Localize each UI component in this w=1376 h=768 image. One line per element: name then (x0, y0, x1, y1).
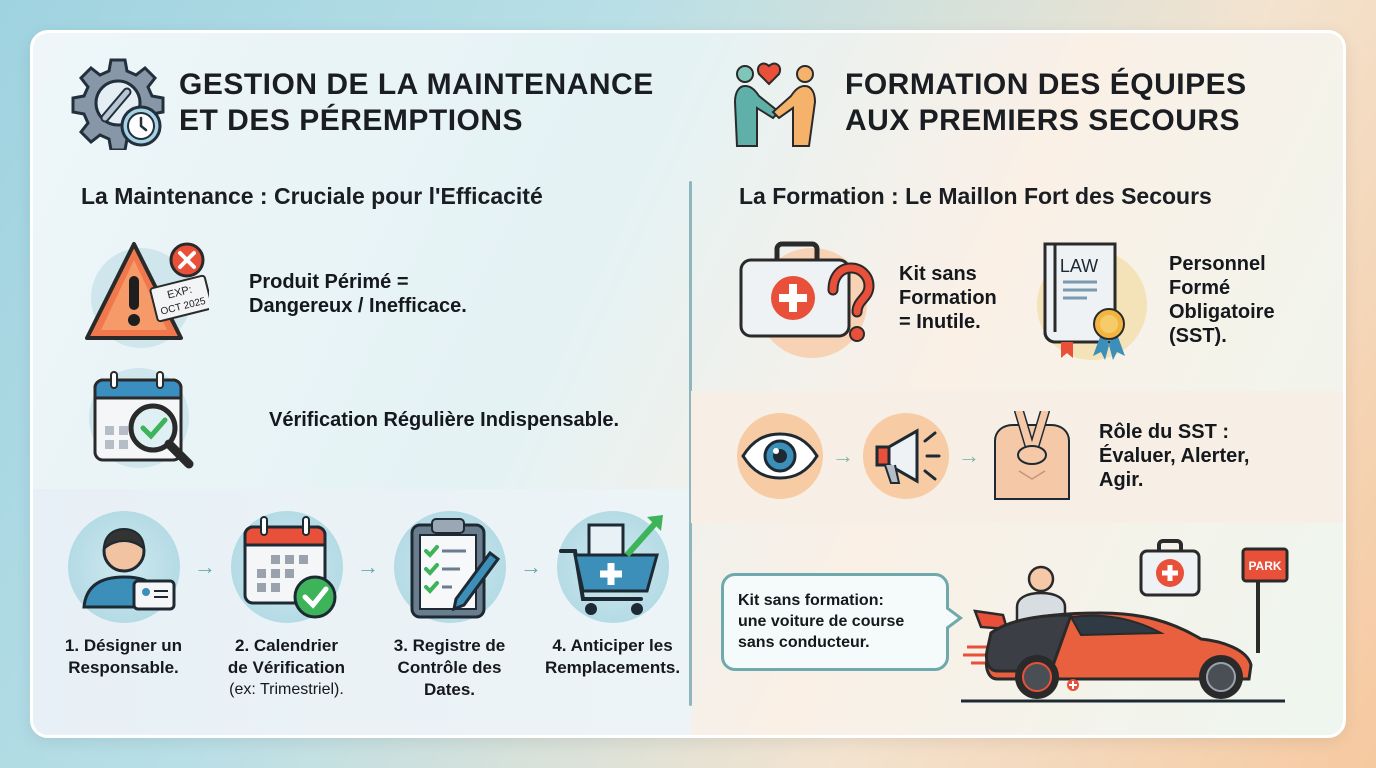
training-subtitle: La Formation : Le Maillon Fort des Secou… (739, 183, 1212, 209)
kit-point-line3: = Inutile. (899, 311, 981, 333)
cart-box-arrow-icon (556, 511, 669, 623)
staff-point-line2: Formé (1169, 277, 1231, 299)
race-car-icon (961, 609, 1285, 703)
staff-point-line4: (SST). (1169, 325, 1227, 347)
infographic-card: GESTION DE LA MAINTENANCE ET DES PÉREMPT… (30, 30, 1346, 738)
svg-text:PARK: PARK (1248, 559, 1281, 573)
gear-wrench-clock-icon (71, 56, 165, 152)
clipboard-pencil-icon (393, 511, 506, 623)
maintenance-title-line2: ET DES PÉREMPTIONS (179, 104, 524, 137)
sst-role-line1: Rôle du SST : (1099, 421, 1229, 443)
calendar-magnifier-check-icon (89, 368, 209, 472)
regular-check-point: Vérification Régulière Indispensable. (89, 368, 619, 472)
staff-point-line1: Personnel (1169, 253, 1266, 275)
training-title-line2: AUX PREMIERS SECOURS (845, 104, 1241, 137)
maintenance-subtitle: La Maintenance : Cruciale pour l'Efficac… (81, 183, 543, 209)
training-column: FORMATION DES ÉQUIPES AUX PREMIERS SECOU… (691, 33, 1343, 735)
expired-product-line1: Produit Périmé = (249, 271, 409, 293)
warning-expired-icon: EXP: OCT 2025 (79, 238, 209, 350)
expired-product-point: EXP: OCT 2025 Produit Périmé = Dangereux… (79, 238, 467, 350)
sst-role-row: → → Rôle du SST (737, 406, 1250, 501)
arrow-icon: → (194, 554, 216, 579)
bubble-line2: une voiture de course (738, 613, 905, 630)
law-book-ribbon-icon: LAW (1031, 238, 1151, 362)
expired-product-line2: Dangereux / Inefficace. (249, 295, 467, 317)
handshake-heart-icon (731, 58, 831, 148)
regular-check-text: Vérification Régulière Indispensable. (269, 409, 620, 431)
staff-point-line3: Obligatoire (1169, 301, 1275, 323)
sst-role-line3: Agir. (1099, 469, 1144, 491)
maintenance-title-line1: GESTION DE LA MAINTENANCE (179, 68, 654, 101)
calendar-check-icon (230, 511, 343, 623)
arrow-icon: → (357, 554, 379, 579)
kit-point-line2: Formation (899, 287, 997, 309)
first-aid-kit-icon (1139, 539, 1201, 597)
trained-staff-point: LAW Personnel Formé Obligatoire (SST). (1031, 238, 1275, 362)
column-divider (689, 181, 692, 706)
cpr-hands-icon (989, 406, 1075, 501)
park-sign-icon: PARK (1241, 547, 1289, 653)
analogy-speech-bubble: Kit sans formation: une voiture de cours… (721, 573, 963, 671)
svg-text:EXP:: EXP: (166, 284, 193, 302)
first-aid-kit-question-icon (737, 238, 877, 358)
maintenance-header: GESTION DE LA MAINTENANCE ET DES PÉREMPT… (71, 58, 654, 152)
arrow-icon: → (958, 443, 980, 468)
kit-without-training-point: Kit sans Formation = Inutile. (737, 238, 997, 358)
svg-text:LAW: LAW (1060, 256, 1098, 276)
sst-role-line2: Évaluer, Alerter, (1099, 445, 1250, 467)
arrow-icon: → (832, 443, 854, 468)
training-header: FORMATION DES ÉQUIPES AUX PREMIERS SECOU… (731, 62, 1247, 147)
arrow-icon: → (520, 554, 542, 579)
person-badge-icon (67, 511, 180, 623)
kit-point-line1: Kit sans (899, 263, 977, 285)
maintenance-column: GESTION DE LA MAINTENANCE ET DES PÉREMPT… (33, 33, 691, 735)
training-title-line1: FORMATION DES ÉQUIPES (845, 68, 1247, 101)
bubble-line1: Kit sans formation: (738, 592, 884, 609)
megaphone-icon (863, 413, 949, 499)
eye-icon (737, 413, 823, 499)
bubble-line3: sans conducteur. (738, 634, 870, 651)
race-car-scene: PARK (961, 537, 1301, 707)
